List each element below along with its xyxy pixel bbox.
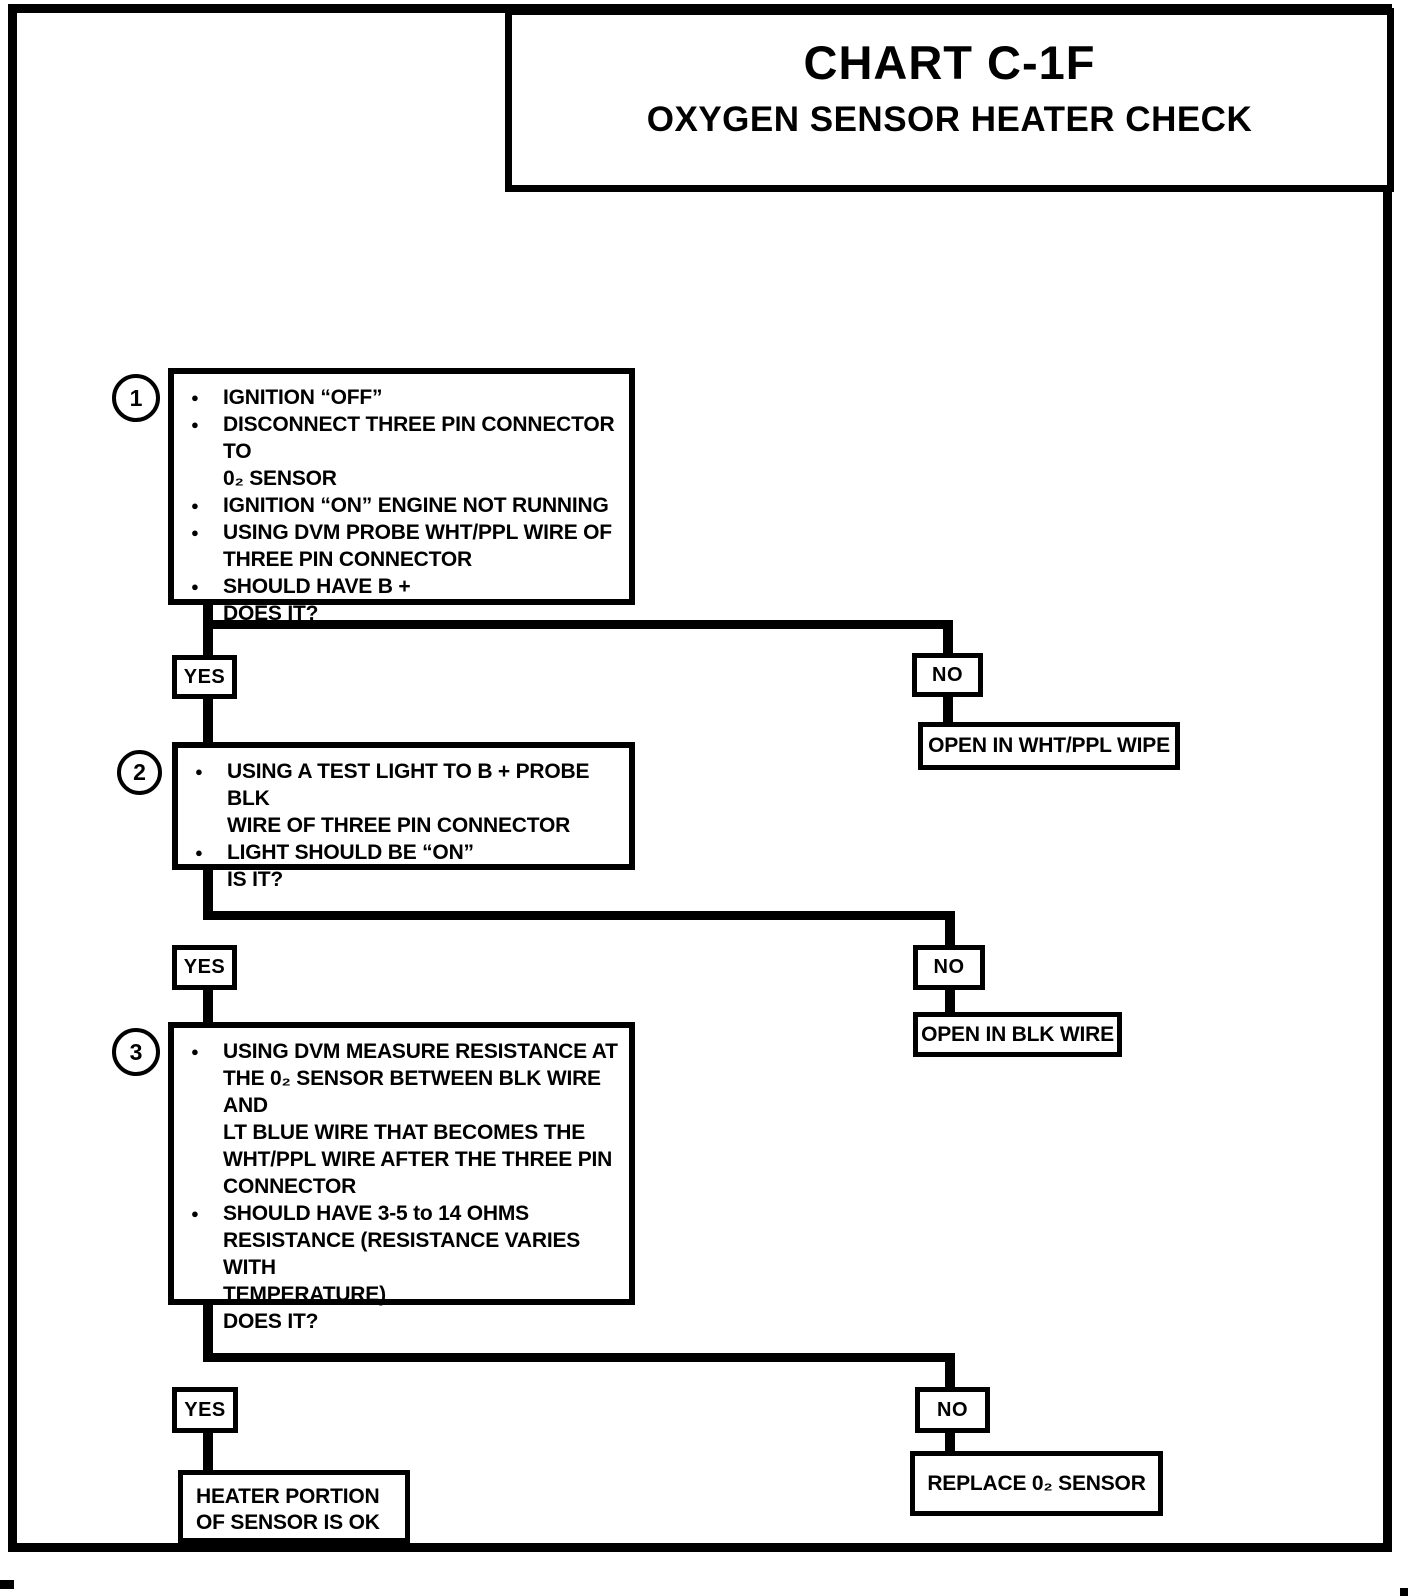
bullet-icon: ● (191, 1206, 199, 1221)
bullet-item: ● USING A TEST LIGHT TO B + PROBE BLK WIR… (192, 758, 623, 839)
bullet-text: USING DVM PROBE WHT/PPL WIRE OF THREE PI… (223, 521, 612, 571)
connector-line (945, 990, 955, 1016)
chart-subtitle: OXYGEN SENSOR HEATER CHECK (646, 100, 1253, 139)
bullet-item: ● LIGHT SHOULD BE “ON” IS IT? (192, 839, 623, 893)
bullet-item: ● USING DVM MEASURE RESISTANCE AT THE 0₂ … (188, 1038, 623, 1200)
connector-line (945, 911, 955, 949)
connector-line (943, 697, 953, 725)
yes-box-3: YES (172, 1387, 238, 1433)
bullet-icon: ● (191, 390, 199, 405)
connector-line (203, 911, 955, 920)
yes-label: YES (184, 1398, 226, 1421)
bullet-text: USING DVM MEASURE RESISTANCE AT THE 0₂ S… (223, 1040, 618, 1198)
result-box-heater-ok: HEATER PORTION OF SENSOR IS OK (178, 1470, 410, 1543)
no-box-3: NO (915, 1387, 990, 1433)
step-number-circle-1: 1 (112, 374, 160, 422)
result-box-open-wht-ppl: OPEN IN WHT/PPL WIPE (918, 722, 1180, 770)
step-box-3: ● USING DVM MEASURE RESISTANCE AT THE 0₂ … (168, 1022, 635, 1333)
bullet-text: DISCONNECT THREE PIN CONNECTOR TO 0₂ SEN… (223, 413, 615, 490)
result-text: HEATER PORTION OF SENSOR IS OK (196, 1485, 380, 1534)
step-box-2: ● USING A TEST LIGHT TO B + PROBE BLK WIR… (172, 742, 635, 891)
bullet-icon: ● (191, 1044, 199, 1059)
yes-label: YES (183, 665, 226, 688)
result-text: REPLACE 0₂ SENSOR (927, 1471, 1146, 1495)
no-label: NO (932, 663, 963, 686)
connector-line (945, 1433, 955, 1455)
step-number-circle-2: 2 (117, 750, 162, 795)
step-number: 2 (133, 759, 146, 785)
connector-line (943, 620, 953, 658)
bullet-text: LIGHT SHOULD BE “ON” IS IT? (227, 841, 474, 891)
connector-line (203, 620, 953, 629)
bullet-icon: ● (195, 764, 203, 779)
bullet-item: ● IGNITION “OFF” (188, 384, 623, 411)
yes-label: YES (183, 956, 226, 978)
connector-line (945, 1353, 955, 1391)
bullet-text: SHOULD HAVE B + DOES IT? (223, 575, 411, 625)
connector-line (203, 1353, 955, 1362)
bullet-item: ● SHOULD HAVE 3-5 to 14 OHMS RESISTANCE (… (188, 1200, 623, 1335)
bullet-icon: ● (191, 579, 199, 594)
step-number: 1 (129, 384, 143, 411)
scan-artifact (1400, 1588, 1408, 1596)
no-label: NO (937, 1398, 968, 1421)
result-box-open-blk: OPEN IN BLK WIRE (913, 1012, 1122, 1057)
connector-line (203, 698, 213, 746)
bullet-item: ● DISCONNECT THREE PIN CONNECTOR TO 0₂ SE… (188, 411, 623, 492)
bullet-icon: ● (195, 845, 203, 860)
bullet-text: SHOULD HAVE 3-5 to 14 OHMS RESISTANCE (R… (223, 1202, 581, 1333)
bullet-text: IGNITION “ON” ENGINE NOT RUNNING (223, 494, 609, 517)
bullet-text: USING A TEST LIGHT TO B + PROBE BLK WIRE… (227, 760, 590, 837)
no-label: NO (933, 956, 965, 978)
step-box-1: ● IGNITION “OFF” ● DISCONNECT THREE PIN CON… (168, 368, 635, 625)
bullet-icon: ● (191, 498, 199, 513)
connector-line (203, 864, 213, 920)
result-text: OPEN IN WHT/PPL WIPE (928, 734, 1170, 757)
connector-line (203, 1300, 213, 1362)
result-box-replace-sensor: REPLACE 0₂ SENSOR (910, 1451, 1163, 1516)
bullet-text: IGNITION “OFF” (223, 386, 383, 409)
result-text: OPEN IN BLK WIRE (921, 1022, 1114, 1046)
connector-line (203, 990, 213, 1026)
chart-title: CHART C-1F (803, 36, 1096, 89)
title-box: CHART C-1F OXYGEN SENSOR HEATER CHECK (505, 8, 1394, 192)
connector-line (203, 1433, 213, 1474)
no-box-2: NO (913, 945, 985, 990)
yes-box-1: YES (172, 655, 237, 699)
bullet-item: ● IGNITION “ON” ENGINE NOT RUNNING (188, 492, 623, 519)
bullet-item: ● SHOULD HAVE B + DOES IT? (188, 573, 623, 627)
scan-artifact (0, 1580, 14, 1589)
bullet-item: ● USING DVM PROBE WHT/PPL WIRE OF THREE P… (188, 519, 623, 573)
step-number: 3 (129, 1038, 143, 1065)
bullet-icon: ● (191, 417, 199, 432)
yes-box-2: YES (172, 945, 237, 990)
no-box-1: NO (912, 653, 983, 697)
bullet-icon: ● (191, 525, 199, 540)
step-number-circle-3: 3 (112, 1028, 160, 1076)
